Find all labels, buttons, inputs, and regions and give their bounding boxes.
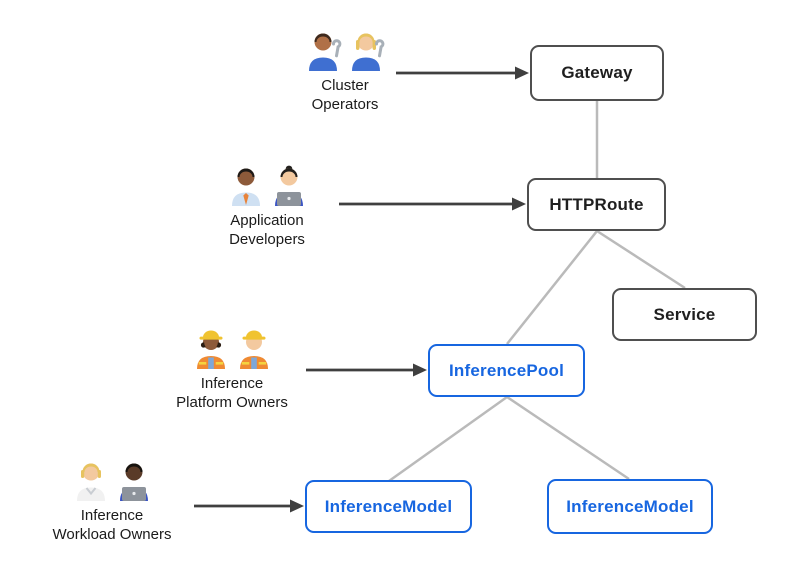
node-gateway: Gateway xyxy=(530,45,664,101)
edge-httproute-service xyxy=(596,229,686,290)
persona-inference-workload-owners-label: Inference Workload Owners xyxy=(52,507,172,543)
edge-httproute-inferencepool xyxy=(506,230,598,345)
persona-application-developers-label: Application Developers xyxy=(229,212,305,248)
woman-technologist-icon xyxy=(274,165,303,206)
persona-inference-platform-owners-label: Inference Platform Owners xyxy=(176,375,288,411)
woman-construction-worker-icon xyxy=(196,330,225,369)
woman-mechanic-icon xyxy=(351,33,384,71)
persona-cluster-operators-label: Cluster Operators xyxy=(311,77,379,113)
resource-edges xyxy=(388,101,686,483)
persona-cluster-operators: Cluster Operators xyxy=(265,28,425,114)
scientist-icon xyxy=(76,463,105,501)
node-inference-model-left-label: InferenceModel xyxy=(324,496,453,516)
node-inference-model-right-label: InferenceModel xyxy=(566,496,694,516)
persona-application-developers: Application Developers xyxy=(187,163,347,249)
node-inference-pool: InferencePool xyxy=(428,344,585,397)
node-inference-model-right: InferenceModel xyxy=(547,479,713,534)
man-mechanic-icon xyxy=(308,33,341,71)
node-httproute-label: HTTPRoute xyxy=(549,194,644,214)
man-technologist-icon xyxy=(119,463,148,501)
arrowhead-inference-platform-owners xyxy=(413,363,427,377)
node-httproute: HTTPRoute xyxy=(527,178,666,231)
arrowhead-inference-workload-owners xyxy=(290,499,304,513)
node-service: Service xyxy=(612,288,757,341)
arrowhead-application-developers xyxy=(512,197,526,211)
persona-inference-workload-owners: Inference Workload Owners xyxy=(22,458,202,544)
edge-inferencepool-inferencemodel-left xyxy=(388,395,508,483)
arrowhead-cluster-operators xyxy=(515,66,529,80)
node-inference-pool-label: InferencePool xyxy=(448,360,565,380)
actor-arrows xyxy=(194,66,529,513)
node-inference-model-left: InferenceModel xyxy=(305,480,472,533)
persona-inference-platform-owners: Inference Platform Owners xyxy=(142,326,322,412)
man-office-worker-icon xyxy=(231,168,260,206)
node-gateway-label: Gateway xyxy=(561,63,633,82)
man-construction-worker-icon xyxy=(239,330,268,369)
edge-inferencepool-inferencemodel-right xyxy=(506,395,630,481)
node-service-label: Service xyxy=(653,304,716,324)
